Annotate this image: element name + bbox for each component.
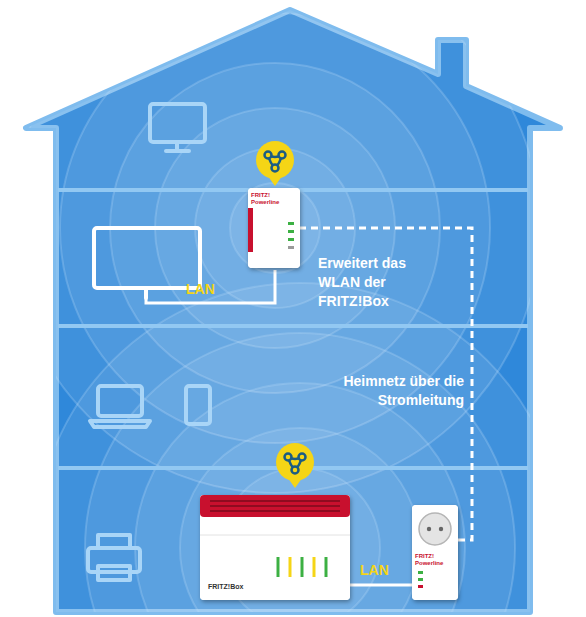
cable-label: LAN [186,280,230,299]
device-body [412,505,458,600]
lan-cable [350,584,412,587]
powerline-adapter: FRITZ! Powerline [412,505,458,600]
device-logo: FRITZ!Box [208,583,278,591]
powerline-adapter: FRITZ! Powerline [248,188,300,268]
device-logo-text: FRITZ!Box [208,583,278,591]
device-logo-text: FRITZ! Powerline [415,553,455,567]
powerline-link [300,228,472,540]
connector-label: LAN [360,561,404,580]
connector-label: Heimnetz über die Stromleitung [322,372,464,410]
device-logo: FRITZ! Powerline [415,553,455,567]
device-logo-text: FRITZ! Powerline [251,192,297,206]
device-icons [88,104,210,580]
tv-lan-cable [146,270,275,303]
router-device: FRITZ!Box [200,495,350,600]
caption-note: Erweitert das WLAN der FRITZ!Box [318,254,426,311]
floor-lines [58,190,528,468]
device-logo: FRITZ! Powerline [251,192,297,206]
mesh-badge [276,443,314,488]
mesh-badge [256,141,294,186]
wifi-rings [10,0,565,617]
